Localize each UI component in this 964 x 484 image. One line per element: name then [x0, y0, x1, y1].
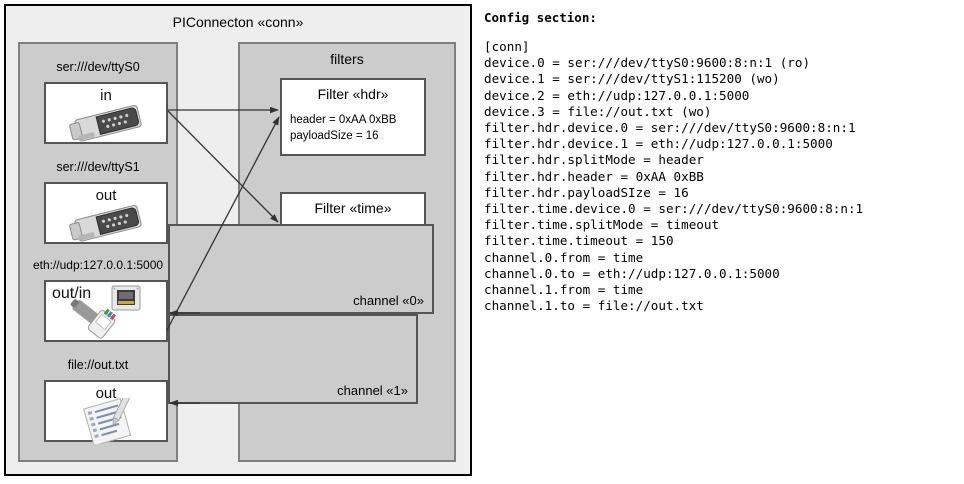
text-file-icon — [80, 398, 142, 444]
filters-group-title: filters — [330, 51, 364, 67]
channel-box-1: channel «1» — [168, 314, 418, 404]
device-box-eth[interactable]: out/in — [44, 280, 168, 342]
serial-db9-icon — [68, 202, 150, 244]
ethernet-rj45-icon — [104, 284, 146, 324]
network-cable-icon — [66, 298, 126, 342]
filter-props-hdr: header = 0xAA 0xBB payloadSize = 16 — [290, 114, 397, 142]
device-box-ttyS0[interactable]: in — [44, 82, 168, 144]
serial-db9-icon — [68, 102, 150, 144]
device-io-ttyS0: in — [100, 87, 112, 104]
device-io-ttyS1: out — [95, 187, 117, 204]
filter-title-hdr: Filter «hdr» — [317, 86, 389, 102]
device-box-ttyS1[interactable]: out — [44, 182, 168, 244]
channel-box-0: channel «0» — [168, 224, 434, 314]
device-label-file: file://out.txt — [67, 358, 129, 372]
channel-label-1: channel «1» — [337, 383, 408, 398]
filter-box-hdr[interactable]: Filter «hdr» header = 0xAA 0xBB payloadS… — [280, 78, 426, 156]
filter-title-time: Filter «time» — [314, 200, 392, 216]
page-title: PIConnecton «conn» — [172, 14, 304, 30]
config-text: [conn] device.0 = ser:///dev/ttyS0:9600:… — [484, 39, 864, 314]
config-panel: Config section: [conn] device.0 = ser://… — [482, 6, 960, 314]
device-label-ttyS0: ser:///dev/ttyS0 — [56, 60, 140, 74]
device-io-file: out — [95, 385, 117, 402]
device-label-ttyS1: ser:///dev/ttyS1 — [56, 160, 140, 174]
device-label-eth: eth://udp:127.0.0.1:5000 — [32, 258, 164, 272]
config-heading: Config section: — [484, 10, 597, 25]
device-box-file[interactable]: out — [44, 380, 168, 444]
device-io-eth: out/in — [52, 285, 92, 302]
channel-label-0: channel «0» — [353, 293, 424, 308]
